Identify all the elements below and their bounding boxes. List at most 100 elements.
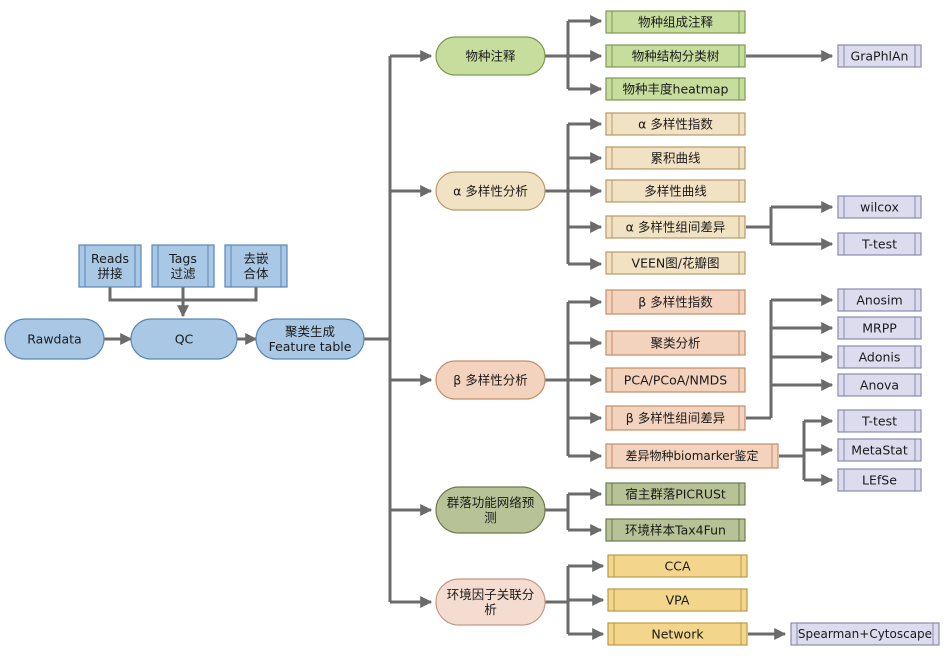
beta-group-test-2[interactable]: MRPP bbox=[837, 316, 922, 340]
node-label: 过滤 bbox=[170, 266, 196, 281]
node-label: MetaStat bbox=[851, 443, 908, 458]
alpha-diversity-node[interactable]: α 多样性分析 bbox=[435, 171, 546, 211]
node-label: PCA/PCoA/NMDS bbox=[624, 373, 727, 388]
beta-item-4-shape bbox=[605, 405, 746, 431]
alpha-test-2[interactable]: T-test bbox=[837, 232, 922, 256]
node-label: 物种丰度heatmap bbox=[623, 82, 729, 97]
node-label: T-test bbox=[861, 414, 897, 429]
alpha-item-3-shape bbox=[605, 179, 746, 203]
beta-group-test-4-shape bbox=[837, 373, 922, 397]
beta-item-3-shape bbox=[605, 367, 746, 393]
biomarker-test-2-shape bbox=[837, 438, 922, 462]
qc-node-shape bbox=[130, 318, 238, 360]
species-item-1-shape bbox=[605, 10, 746, 34]
node-label: 物种注释 bbox=[465, 49, 516, 64]
environment-item-1[interactable]: CCA bbox=[607, 554, 748, 578]
species-annotation-node[interactable]: 物种注释 bbox=[435, 36, 546, 76]
node-label: Rawdata bbox=[27, 332, 81, 347]
node-label: Tags bbox=[168, 251, 197, 266]
node-label: Anova bbox=[860, 378, 899, 393]
node-label: QC bbox=[175, 332, 194, 347]
species-item-2[interactable]: 物种结构分类树 bbox=[605, 44, 746, 68]
alpha-item-5[interactable]: VEEN图/花瓣图 bbox=[605, 251, 746, 275]
beta-item-5-shape bbox=[605, 443, 779, 469]
node-label: VPA bbox=[666, 593, 690, 608]
graphlan-box[interactable]: GraPhlAn bbox=[837, 44, 922, 68]
alpha-test-1[interactable]: wilcox bbox=[837, 195, 922, 219]
alpha-item-1[interactable]: α 多样性指数 bbox=[605, 112, 746, 136]
biomarker-test-1-shape bbox=[837, 409, 922, 433]
beta-group-test-3[interactable]: Adonis bbox=[837, 345, 922, 369]
environment-item-3[interactable]: Network bbox=[607, 622, 748, 646]
node-label: 聚类生成 bbox=[285, 324, 335, 339]
beta-group-test-4[interactable]: Anova bbox=[837, 373, 922, 397]
node-label: 多样性曲线 bbox=[644, 184, 707, 199]
node-label: 合体 bbox=[243, 266, 269, 281]
node-label: GraPhlAn bbox=[851, 49, 909, 64]
node-label: CCA bbox=[664, 559, 690, 574]
beta-diversity-node-shape bbox=[435, 360, 546, 400]
beta-diversity-node[interactable]: β 多样性分析 bbox=[435, 360, 546, 400]
reads-merge-box-shape bbox=[78, 244, 142, 288]
chimera-removal-box-shape bbox=[224, 244, 288, 288]
species-item-3[interactable]: 物种丰度heatmap bbox=[605, 77, 746, 101]
node-label: Anosim bbox=[856, 293, 902, 308]
beta-item-1-shape bbox=[605, 289, 746, 315]
function-item-1[interactable]: 宿主群落PICRUSt bbox=[605, 482, 746, 506]
alpha-item-5-shape bbox=[605, 251, 746, 275]
node-label: β 多样性分析 bbox=[453, 373, 527, 388]
node-label: wilcox bbox=[860, 200, 899, 215]
node-label: α 多样性分析 bbox=[453, 184, 528, 199]
beta-item-5[interactable]: 差异物种biomarker鉴定 bbox=[605, 443, 779, 469]
species-item-1[interactable]: 物种组成注释 bbox=[605, 10, 746, 34]
rawdata-node[interactable]: Rawdata bbox=[4, 318, 105, 360]
beta-group-test-2-shape bbox=[837, 316, 922, 340]
alpha-item-4-shape bbox=[605, 215, 746, 239]
alpha-item-2-shape bbox=[605, 146, 746, 170]
beta-item-2[interactable]: 聚类分析 bbox=[605, 330, 746, 356]
beta-item-3[interactable]: PCA/PCoA/NMDS bbox=[605, 367, 746, 393]
node-label: 群落功能网络预 bbox=[447, 495, 535, 510]
biomarker-test-1[interactable]: T-test bbox=[837, 409, 922, 433]
node-label: 环境样本Tax4Fun bbox=[625, 523, 726, 538]
species-annotation-node-shape bbox=[435, 36, 546, 76]
node-label: Reads bbox=[91, 251, 129, 266]
qc-node[interactable]: QC bbox=[130, 318, 238, 360]
biomarker-test-3[interactable]: LEfSe bbox=[837, 468, 922, 492]
node-label: 环境因子关联分 bbox=[447, 587, 535, 602]
function-item-2-shape bbox=[605, 518, 746, 542]
spearman-cytoscape-box[interactable]: Spearman+Cytoscape bbox=[790, 622, 940, 646]
spearman-cytoscape-box-shape bbox=[790, 622, 940, 646]
alpha-test-1-shape bbox=[837, 195, 922, 219]
node-label: 差异物种biomarker鉴定 bbox=[625, 448, 758, 463]
function-item-1-shape bbox=[605, 482, 746, 506]
node-label: α 多样性指数 bbox=[638, 117, 713, 132]
environment-item-2-shape bbox=[607, 588, 748, 612]
node-label: 拼接 bbox=[97, 266, 123, 281]
biomarker-test-2[interactable]: MetaStat bbox=[837, 438, 922, 462]
beta-group-test-3-shape bbox=[837, 345, 922, 369]
beta-item-1[interactable]: β 多样性指数 bbox=[605, 289, 746, 315]
environment-item-2[interactable]: VPA bbox=[607, 588, 748, 612]
environment-item-3-shape bbox=[607, 622, 748, 646]
beta-group-test-1[interactable]: Anosim bbox=[837, 288, 922, 312]
alpha-item-4[interactable]: α 多样性组间差异 bbox=[605, 215, 746, 239]
node-label: MRPP bbox=[862, 321, 897, 336]
alpha-item-2[interactable]: 累积曲线 bbox=[605, 146, 746, 170]
node-label: Adonis bbox=[859, 350, 901, 365]
node-label: β 多样性组间差异 bbox=[626, 411, 725, 426]
function-item-2[interactable]: 环境样本Tax4Fun bbox=[605, 518, 746, 542]
beta-group-test-1-shape bbox=[837, 288, 922, 312]
node-label: T-test bbox=[861, 237, 897, 252]
rawdata-node-shape bbox=[4, 318, 105, 360]
beta-item-4[interactable]: β 多样性组间差异 bbox=[605, 405, 746, 431]
cluster-feature-table-node-shape bbox=[255, 318, 365, 360]
alpha-item-3[interactable]: 多样性曲线 bbox=[605, 179, 746, 203]
alpha-diversity-node-shape bbox=[435, 171, 546, 211]
